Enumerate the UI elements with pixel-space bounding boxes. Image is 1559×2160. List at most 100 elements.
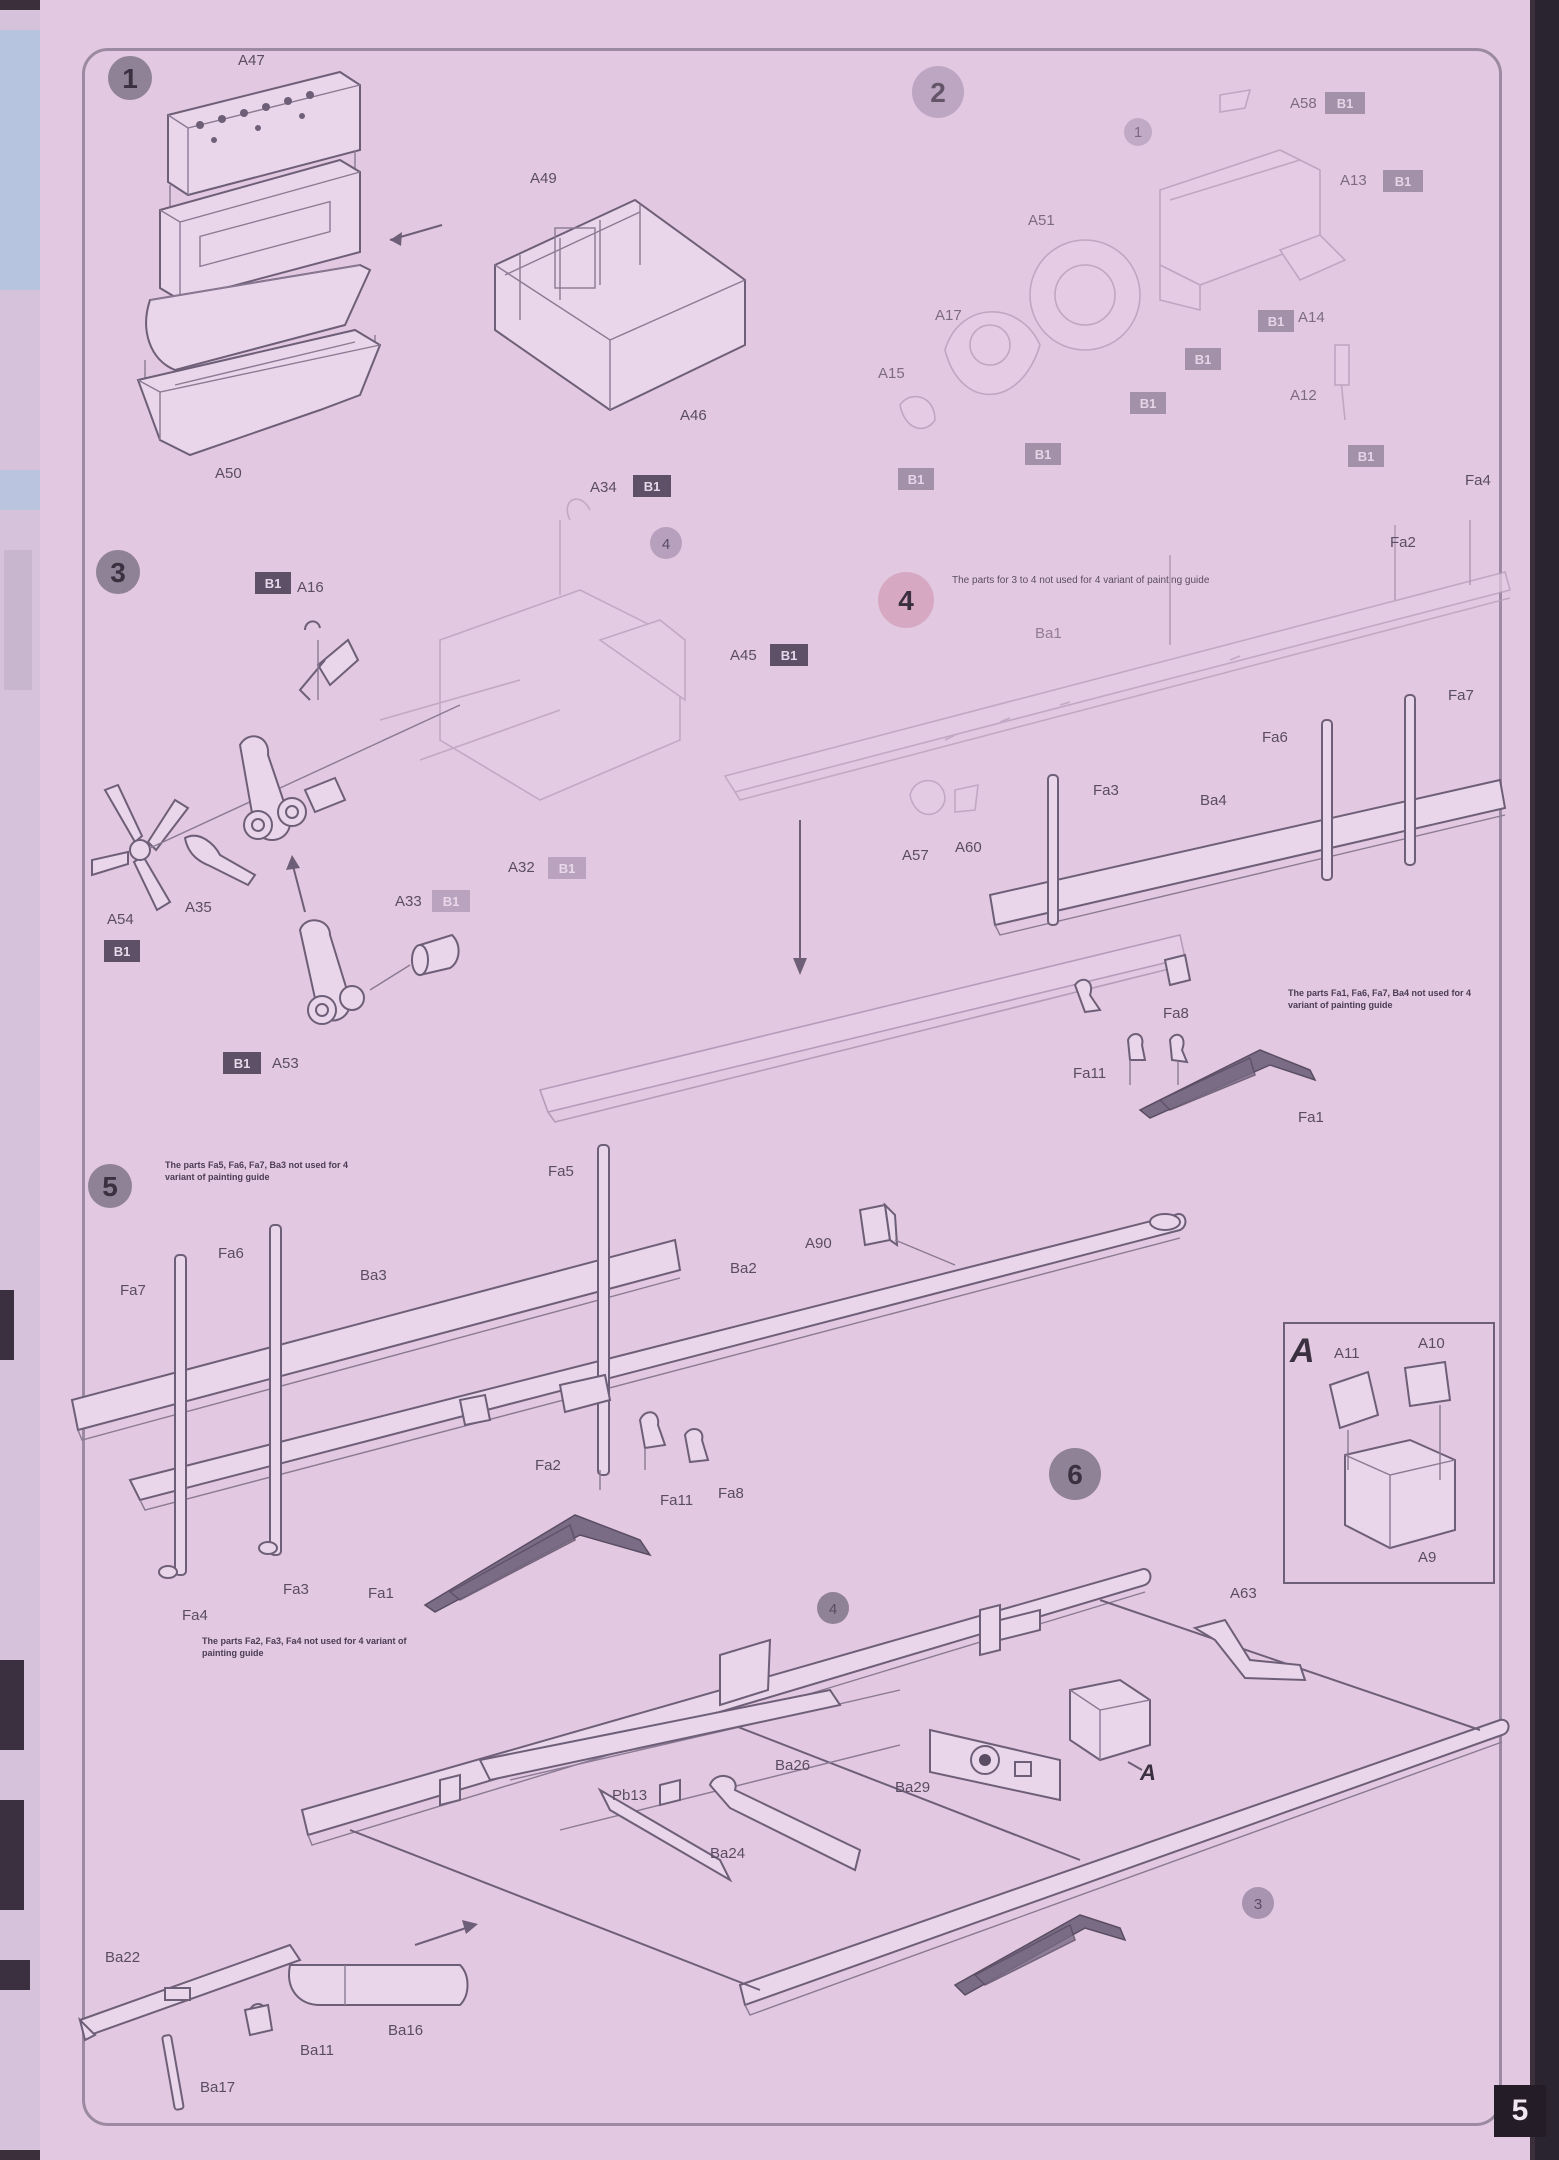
step-2: 2 1 A58 A13 A51 A14 A17 A15 A12 B1 [878, 66, 1423, 490]
step-1-number: 1 [122, 63, 138, 94]
part-label-Fa2: Fa2 [1390, 534, 1416, 551]
step-2-badge [912, 66, 964, 118]
part-label-A15: A15 [878, 365, 905, 382]
part-label-A46: A46 [680, 407, 707, 424]
part-label-A32: A32 [508, 859, 535, 876]
strap-Ba17 [161, 2034, 185, 2111]
part-label-Fa11: Fa11 [1073, 1065, 1106, 1082]
part-label-A13: A13 [1340, 172, 1367, 189]
battery-box-A [1069, 1678, 1151, 1762]
leaf-spring-step-5 [423, 1514, 652, 1613]
part-label-Ba22: Ba22 [105, 1949, 140, 1966]
part-label-Fa6: Fa6 [218, 1245, 244, 1262]
part-label-Fa2: Fa2 [535, 1457, 561, 1474]
faint-guide-lines [1169, 520, 1471, 645]
svg-text:B1: B1 [265, 576, 282, 591]
part-label-A9: A9 [1418, 1549, 1436, 1566]
svg-text:B1: B1 [1395, 174, 1412, 189]
part-label-A49: A49 [530, 170, 557, 187]
page-frame [82, 48, 1502, 2126]
step-4: 4 The parts for 3 to 4 not used for 4 va… [538, 472, 1511, 1126]
step-5: 5 The parts Fa5, Fa6, Fa7, Ba3 not used … [70, 1144, 1187, 1658]
part-label-A57: A57 [902, 847, 929, 864]
inset-A: A A11 A10 A9 [1283, 1322, 1495, 1584]
step-6: 6 4 3 [78, 1448, 1510, 2111]
step-3: 3 4 [91, 475, 808, 1074]
sub-step-1-number: 1 [1134, 124, 1142, 141]
svg-text:B1: B1 [1035, 447, 1052, 462]
engine-faint-step-3 [379, 498, 686, 801]
step-4-note-container: The parts Fa1, Fa6, Fa7, Ba4 not used fo… [1288, 988, 1472, 1010]
shackle-guide-lines [1129, 1060, 1179, 1085]
step-5-bottom-note: The parts Fa2, Fa3, Fa4 not used for 4 v… [202, 1636, 407, 1658]
sprue-chips-step-3: B1 B1 B1 B1 B1 B1 B1 [104, 475, 808, 1074]
bracket-Pb13 [659, 1778, 681, 1807]
part-label-Ba17: Ba17 [200, 2079, 235, 2096]
part-label-A54: A54 [107, 911, 134, 928]
part-label-A10: A10 [1418, 1335, 1445, 1352]
page-number: 5 [1494, 2085, 1546, 2137]
sub-step-4-badge [650, 527, 682, 559]
part-label-A60: A60 [955, 839, 982, 856]
adjacent-page-content [0, 30, 40, 1990]
guide-line-A [1127, 1761, 1143, 1771]
part-label-A14: A14 [1298, 309, 1325, 326]
fuel-tank-Ba16 [288, 1964, 469, 2006]
part-label-Ba24: Ba24 [710, 1845, 745, 1862]
fan-part [91, 783, 190, 912]
part-label-Ba26: Ba26 [775, 1757, 810, 1774]
pulley-cylinder [411, 933, 460, 977]
guide-line-A90 [894, 1239, 956, 1266]
part-label-Fa6: Fa6 [1262, 729, 1288, 746]
part-label-A51: A51 [1028, 212, 1055, 229]
part-label-A16: A16 [297, 579, 324, 596]
cross-member-Ba29 [929, 1728, 1061, 1802]
shackle-guide-lines-step-5 [599, 1448, 646, 1490]
part-label-Ba16: Ba16 [388, 2022, 423, 2039]
shackle-parts-step-5 [458, 1373, 710, 1464]
step-5-number: 5 [102, 1171, 118, 1202]
svg-text:B1: B1 [1268, 314, 1285, 329]
step-4-note: The parts Fa1, Fa6, Fa7, Ba4 not used fo… [1288, 988, 1472, 1010]
part-label-Fa3: Fa3 [283, 1581, 309, 1598]
guide-line-pulley [369, 964, 411, 991]
lid-A10 [1403, 1360, 1452, 1408]
filler-cap-Ba11 [243, 2003, 274, 2037]
faint-note: The parts for 3 to 4 not used for 4 vari… [952, 575, 1210, 586]
part-label-Fa7: Fa7 [1448, 687, 1474, 704]
shackle-parts-step-4 [1073, 953, 1192, 1064]
part-label-Fa4: Fa4 [1465, 472, 1491, 489]
part-label-Ba11: Ba11 [300, 2042, 334, 2059]
frame-rail-upper-faint [723, 571, 1511, 801]
step-3-badge [96, 550, 140, 594]
sub-step-4-badge-step-6 [817, 1592, 849, 1624]
svg-text:B1: B1 [443, 894, 460, 909]
step-5-top-note-container: The parts Fa5, Fa6, Fa7, Ba3 not used fo… [165, 1160, 348, 1182]
step-2-number: 2 [930, 77, 946, 108]
step-plate-A63 [1192, 1618, 1307, 1682]
step-6-badge [1049, 1448, 1101, 1500]
part-label-A17: A17 [935, 307, 962, 324]
step-5-bottom-note-container: The parts Fa2, Fa3, Fa4 not used for 4 v… [202, 1636, 407, 1658]
spring-hanger-posts-step-4 [1047, 694, 1416, 926]
part-label-Pb13: Pb13 [612, 1787, 647, 1804]
sub-step-3-badge [1242, 1887, 1274, 1919]
part-label-Fa3: Fa3 [1093, 782, 1119, 799]
part-label-A11: A11 [1334, 1345, 1360, 1362]
svg-text:B1: B1 [1195, 352, 1212, 367]
oil-pan-part [136, 328, 382, 457]
bolts-step-5 [158, 1541, 278, 1579]
fan-shaft-line [149, 704, 461, 849]
step-4-number: 4 [898, 585, 914, 616]
inset-guide-lines [1347, 1405, 1441, 1480]
svg-text:B1: B1 [781, 648, 798, 663]
part-label-Ba1: Ba1 [1035, 625, 1062, 642]
engine-assembly-faint [1159, 149, 1321, 312]
flywheel-part-faint [944, 239, 1141, 396]
engine-middle-part [159, 158, 361, 302]
part-label-Ba29: Ba29 [895, 1779, 930, 1796]
svg-text:B1: B1 [908, 472, 925, 487]
svg-text:B1: B1 [644, 479, 661, 494]
direction-arrow-step-3 [291, 861, 306, 913]
